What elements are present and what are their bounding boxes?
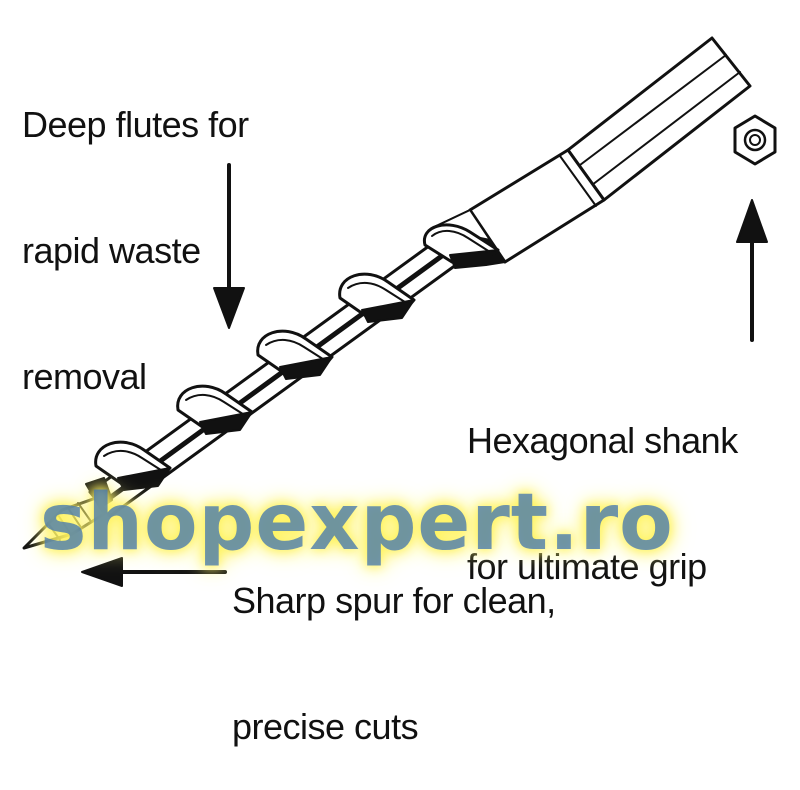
- hex-nut-icon: [733, 114, 777, 166]
- spur-label-line-2: precise cuts: [232, 706, 419, 747]
- hexagonal-shank: [431, 36, 752, 266]
- shank-label: Hexagonal shank for ultimate grip: [467, 336, 738, 630]
- down-arrow: [213, 163, 245, 329]
- flutes-label-line-2: rapid waste: [22, 230, 201, 271]
- screw-tip-spur: [22, 477, 113, 550]
- shank-label-line-2: for ultimate grip: [467, 546, 707, 587]
- spur-label-line-1: Sharp spur for clean,: [232, 580, 556, 621]
- watermark: shopexpert.ro: [40, 478, 674, 568]
- spiral-flutes: [94, 223, 500, 491]
- auger-drill-bit-diagram: [22, 36, 777, 587]
- shank-label-line-1: Hexagonal shank: [467, 420, 738, 461]
- left-arrow: [81, 557, 227, 587]
- up-arrow: [736, 199, 768, 342]
- flutes-label: Deep flutes for rapid waste removal: [22, 20, 249, 440]
- flutes-label-line-1: Deep flutes for: [22, 104, 249, 145]
- flutes-label-line-3: removal: [22, 356, 147, 397]
- spur-label: Sharp spur for clean, precise cuts: [232, 496, 556, 790]
